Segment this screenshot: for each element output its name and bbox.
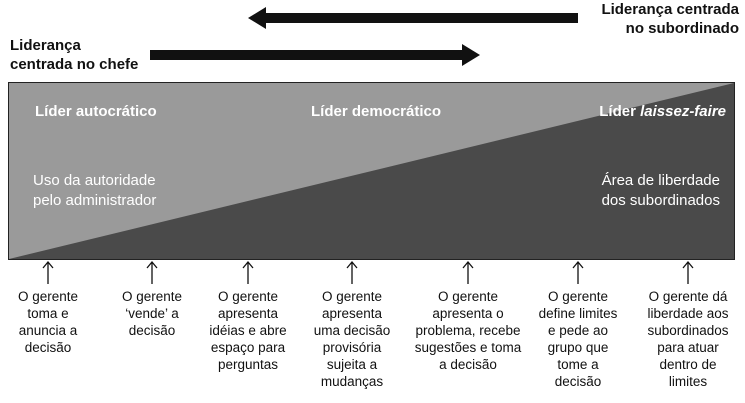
up-arrow-icon: [462, 260, 474, 284]
behavior-line: mudanças: [320, 374, 384, 389]
freedom-line-2: dos subordinados: [601, 192, 720, 209]
freedom-area-label: Área de liberdade dos subordinados: [602, 171, 720, 211]
behavior-item: O gerente apresenta idéias e abre espaço pa…: [193, 260, 303, 373]
behavior-line: sujeita a: [326, 357, 378, 372]
behavior-line: decisão: [24, 340, 72, 355]
freedom-area: [9, 83, 734, 259]
democratic-leader-label: Líder democrático: [311, 103, 442, 120]
behavior-line: subordinados: [647, 323, 729, 338]
behavior-line: O gerente: [17, 289, 79, 304]
leadership-continuum-box: Líder autocrático Líder democrático Líde…: [8, 82, 735, 260]
laissez-italic: laissez-faire: [640, 103, 726, 120]
behavior-line: e pede ao: [547, 323, 609, 338]
behavior-line: sugestões e toma: [414, 340, 522, 355]
up-arrow-icon: [146, 260, 158, 284]
authority-area-label: Uso da autoridade pelo administrador: [33, 171, 156, 211]
behavior-line: grupo que: [547, 340, 609, 355]
behavior-line: tome a: [557, 357, 599, 372]
arrow-right-icon: [150, 44, 480, 66]
up-arrow-icon: [42, 260, 54, 284]
behavior-item: O gerente ‘vende’ a decisão: [97, 260, 207, 339]
behavior-line: O gerente: [217, 289, 279, 304]
behavior-line: decisão: [554, 374, 602, 389]
boss-centered-line-1: Liderança: [10, 37, 81, 54]
boss-centered-line-2: centrada no chefe: [10, 56, 139, 73]
behavior-line: idéias e abre: [209, 323, 287, 338]
up-arrow-icon: [572, 260, 584, 284]
freedom-line-1: Área de liberdade: [601, 172, 720, 189]
laissez-faire-leader-label: Líder laissez-faire: [599, 103, 726, 120]
behavior-line: apresenta o: [432, 306, 504, 321]
behavior-line: decisão: [128, 323, 176, 338]
up-arrow-icon: [346, 260, 358, 284]
subordinate-centered-line-2: no subordinado: [625, 20, 739, 37]
behavior-line: define limites: [538, 306, 618, 321]
behavior-line: ‘vende’ a: [125, 306, 179, 321]
behavior-line: problema, recebe: [415, 323, 521, 338]
behavior-item: O gerente toma e anuncia a decisão: [0, 260, 103, 356]
subordinate-centered-line-1: Liderança centrada: [601, 1, 739, 18]
authority-line-2: pelo administrador: [33, 192, 157, 209]
behavior-item: O gerente apresenta uma decisão provisória s…: [297, 260, 407, 390]
behavior-line: O gerente: [121, 289, 183, 304]
behavior-line: liberdade aos: [647, 306, 729, 321]
boss-centered-label: Liderança centrada no chefe: [10, 36, 138, 74]
behavior-line: anuncia a: [18, 323, 78, 338]
authority-line-1: Uso da autoridade: [33, 172, 156, 189]
behavior-line: O gerente: [437, 289, 499, 304]
subordinate-centered-label: Liderança centrada no subordinado: [601, 0, 739, 38]
laissez-prefix: Líder: [599, 103, 641, 120]
behavior-item: O gerente apresenta o problema, recebe suge…: [413, 260, 523, 373]
behavior-line: O gerente: [547, 289, 609, 304]
up-arrow-icon: [682, 260, 694, 284]
behavior-item: O gerente define limites e pede ao grupo qu…: [523, 260, 633, 390]
behavior-line: limites: [668, 374, 708, 389]
arrow-left-icon: [248, 7, 578, 29]
autocratic-leader-label: Líder autocrático: [35, 103, 157, 120]
behavior-line: apresenta: [321, 306, 383, 321]
behavior-line: a decisão: [439, 357, 497, 372]
behavior-line: perguntas: [217, 357, 279, 372]
behavior-line: para atuar: [657, 340, 719, 355]
behavior-line: toma e: [27, 306, 69, 321]
behavior-line: apresenta: [217, 306, 279, 321]
behavior-line: O gerente dá: [648, 289, 728, 304]
continuum-diagonal: [9, 83, 734, 259]
up-arrow-icon: [242, 260, 254, 284]
behavior-line: dentro de: [659, 357, 717, 372]
behavior-line: provisória: [322, 340, 382, 355]
behavior-line: O gerente: [321, 289, 383, 304]
behavior-item: O gerente dá liberdade aos subordinados par…: [633, 260, 743, 390]
behavior-line: espaço para: [210, 340, 286, 355]
behavior-line: uma decisão: [313, 323, 391, 338]
